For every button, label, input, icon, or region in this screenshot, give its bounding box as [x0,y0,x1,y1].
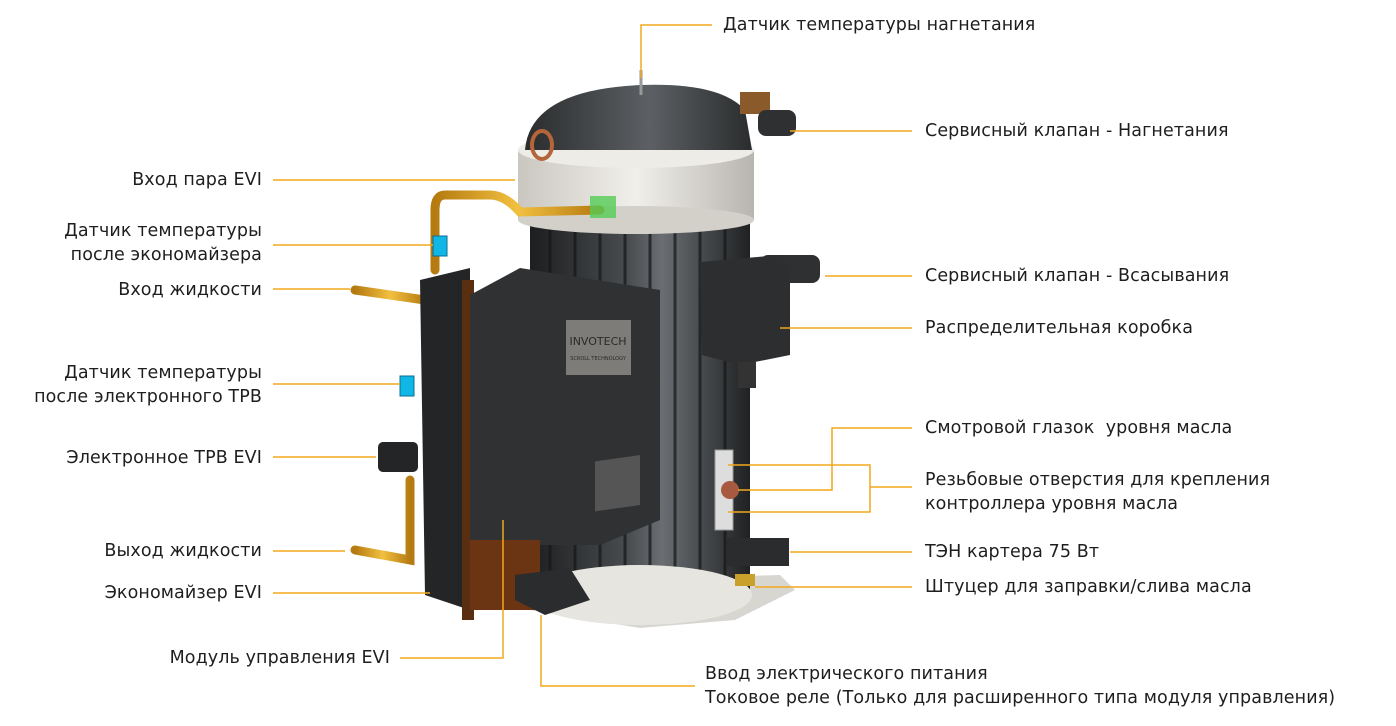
power-input-box [515,568,590,615]
label-line: Датчик температуры [64,363,262,383]
label-oil-fitting: Штуцер для заправки/слива масла [925,577,1252,597]
label-oil-sight-glass: Смотровой глазок уровня масла [925,418,1233,438]
oil-fitting [735,574,755,586]
svg-text:INVOTECH: INVOTECH [569,335,626,348]
label-line: Датчик температуры [64,221,262,241]
label-liquid-outlet: Выход жидкости [104,541,262,561]
label-line: после экономайзера [70,245,262,265]
electronic-trv [378,442,418,472]
label-temp-after-economizer: Датчик температуры после экономайзера [64,219,262,267]
label-threaded-holes: Резьбовые отверстия для крепления контро… [925,468,1270,516]
junction-box [700,255,790,365]
label-power-input: Ввод электрического питания Токовое реле… [705,662,1335,710]
label-junction-box: Распределительная коробка [925,318,1194,338]
label-temp-after-etrv: Датчик температуры после электронного ТР… [34,361,262,409]
label-line: контроллера уровня масла [925,494,1179,514]
sight-glass [721,481,739,499]
label-discharge-temp-sensor: Датчик температуры нагнетания [723,15,1036,35]
economizer [420,268,470,610]
label-service-valve-discharge: Сервисный клапан - Нагнетания [925,121,1229,141]
label-evi-vapor-inlet: Вход пара EVI [132,170,262,190]
leader-lines [273,24,912,687]
discharge-valve [758,110,796,136]
top-cap [525,84,752,150]
svg-text:SCROLL TECHNOLOGY: SCROLL TECHNOLOGY [570,356,627,362]
label-line: Резьбовые отверстия для крепления [925,470,1271,490]
label-line: Токовое реле (Только для расширенного ти… [705,688,1336,708]
label-line: Ввод электрического питания [705,664,988,684]
label-electronic-trv-evi: Электронное ТРВ EVI [66,448,262,468]
crankcase-heater [727,538,789,566]
label-service-valve-suction: Сервисный клапан - Всасывания [925,266,1230,286]
bottom-ring [528,565,752,625]
label-crankcase-heater: ТЭН картера 75 Вт [925,542,1100,562]
label-line: после электронного ТРВ [34,387,262,407]
label-economizer-evi: Экономайзер EVI [104,583,262,603]
brand-plate: INVOTECH SCROLL TECHNOLOGY [566,320,631,375]
label-liquid-inlet: Вход жидкости [118,280,262,300]
sensor-after-etrv [399,375,415,397]
label-control-module-evi: Модуль управления EVI [169,648,390,668]
sensor-after-economizer [432,235,448,257]
